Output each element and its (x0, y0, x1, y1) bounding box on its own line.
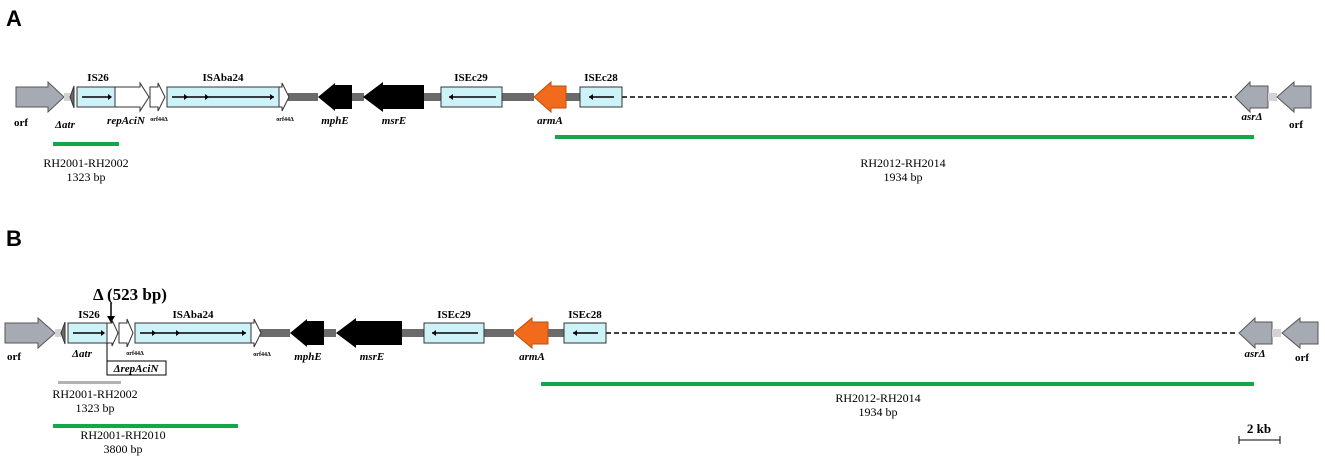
asr-gene (1238, 316, 1273, 350)
isec28-label: ISEc28 (568, 309, 602, 321)
spacer-segment (548, 329, 564, 337)
orf-right-label: orf (1289, 119, 1303, 131)
orf44-label-2: orf44Δ (276, 117, 294, 123)
isaba24-label: ISAba24 (203, 72, 244, 84)
mphe-gene (318, 83, 352, 111)
isec29-label: ISEc29 (437, 309, 471, 321)
amplicon-2-name: RH2001-RH2010 (80, 428, 165, 442)
spacer-segment (566, 93, 580, 101)
mphe-label: mphE (294, 351, 322, 363)
spacer-segment (352, 93, 364, 101)
amplicon-rh2012-rh2014 (541, 382, 1254, 386)
amplicon-rh2012-rh2014 (555, 135, 1254, 139)
atr-label: Δatr (54, 119, 75, 131)
arrow-head (107, 316, 115, 323)
arma-gene (513, 316, 549, 350)
orf-left-gene (4, 316, 56, 350)
orf44-gene-2 (250, 318, 262, 348)
arma-gene (533, 80, 567, 114)
spacer-segment (424, 93, 441, 101)
arma-label: armA (537, 115, 563, 127)
amplicon-rh2001-rh2002-lost (58, 381, 121, 384)
arrow-head (573, 330, 577, 336)
msre-gene (336, 318, 402, 348)
repacin-label: repAciN (107, 115, 146, 127)
arrow-head (176, 330, 180, 336)
arrow-head (589, 94, 593, 100)
amplicon-2-size: 1934 bp (884, 170, 923, 184)
amplicon-rh2001-rh2002 (53, 142, 119, 146)
arrow-head (101, 330, 105, 336)
orf44-gene-2 (278, 82, 290, 112)
arrow-head (449, 94, 453, 100)
orf44-label-1: orf44Δ (126, 351, 144, 357)
amplicon-3-size: 1934 bp (859, 405, 898, 419)
mphe-label: mphE (321, 115, 349, 127)
spacer-segment (484, 329, 514, 337)
spacer-segment (502, 93, 534, 101)
spacer-segment (260, 329, 290, 337)
atr-gene (69, 85, 75, 109)
amplicon-2-name: RH2012-RH2014 (860, 156, 945, 170)
msre-label: msrE (360, 351, 384, 363)
arrow-head (270, 94, 274, 100)
spacer-segment (64, 93, 70, 101)
spacer-segment (402, 329, 424, 337)
isec29-label: ISEc29 (454, 72, 488, 84)
spacer-segment (1272, 329, 1281, 337)
spacer-segment (55, 329, 61, 337)
is26-label: IS26 (78, 309, 100, 321)
amplicon-1-name: RH2001-RH2002 (43, 156, 128, 170)
asr-gene (1234, 80, 1269, 114)
amplicon-3-name: RH2012-RH2014 (835, 391, 920, 405)
arrow-head (108, 94, 112, 100)
asr-label: asrΔ (1242, 111, 1263, 123)
msre-gene (363, 82, 424, 112)
spacer-segment (288, 93, 318, 101)
orf-right-label: orf (1295, 352, 1309, 364)
isec28-label: ISEc28 (584, 72, 618, 84)
isaba24-label: ISAba24 (173, 309, 214, 321)
atr-label: Δatr (71, 348, 92, 360)
amplicon-1-size: 1323 bp (67, 170, 106, 184)
atr-gene (60, 321, 66, 345)
repacin-label-box (106, 360, 167, 376)
arrow-head (432, 330, 436, 336)
orf44-gene-1 (149, 82, 166, 112)
spacer-segment (1268, 93, 1277, 101)
orf44-label-1: orf44Δ (150, 117, 168, 123)
arrow-head (205, 94, 209, 100)
repacin-gene-truncated (106, 319, 119, 347)
orf-left-label: orf (14, 117, 28, 129)
orf-right-gene (1281, 316, 1319, 350)
arrow-head (242, 330, 246, 336)
repacin-gene (114, 81, 150, 113)
panel-b: B Δ (523 bp) (4, 226, 1319, 456)
panel-a-label: A (6, 6, 22, 31)
panel-b-label: B (6, 226, 22, 251)
amplicon-1-size: 1323 bp (76, 401, 115, 415)
msre-label: msrE (382, 115, 406, 127)
deletion-label: Δ (523 bp) (93, 285, 167, 304)
arrow-head (152, 330, 156, 336)
spacer-segment (324, 329, 336, 337)
arma-label: armA (519, 351, 545, 363)
arrow-head (184, 94, 188, 100)
repacin-label: ΔrepAciN (113, 363, 160, 375)
orf44-label-2: orf44Δ (253, 352, 271, 358)
scale-bar-label: 2 kb (1247, 421, 1271, 436)
asr-label: asrΔ (1245, 348, 1266, 360)
panel-a: A (6, 6, 1312, 184)
scale-bar: 2 kb (1238, 421, 1281, 444)
amplicon-2-size: 3800 bp (104, 442, 143, 456)
mphe-gene (290, 319, 324, 347)
orf-left-label: orf (7, 351, 21, 363)
is26-label: IS26 (87, 72, 109, 84)
amplicon-1-name: RH2001-RH2002 (52, 387, 137, 401)
amplicon-rh2001-rh2010 (53, 424, 238, 428)
orf-left-gene (15, 80, 65, 114)
orf-right-gene (1276, 80, 1312, 114)
orf44-gene-1 (118, 318, 134, 348)
